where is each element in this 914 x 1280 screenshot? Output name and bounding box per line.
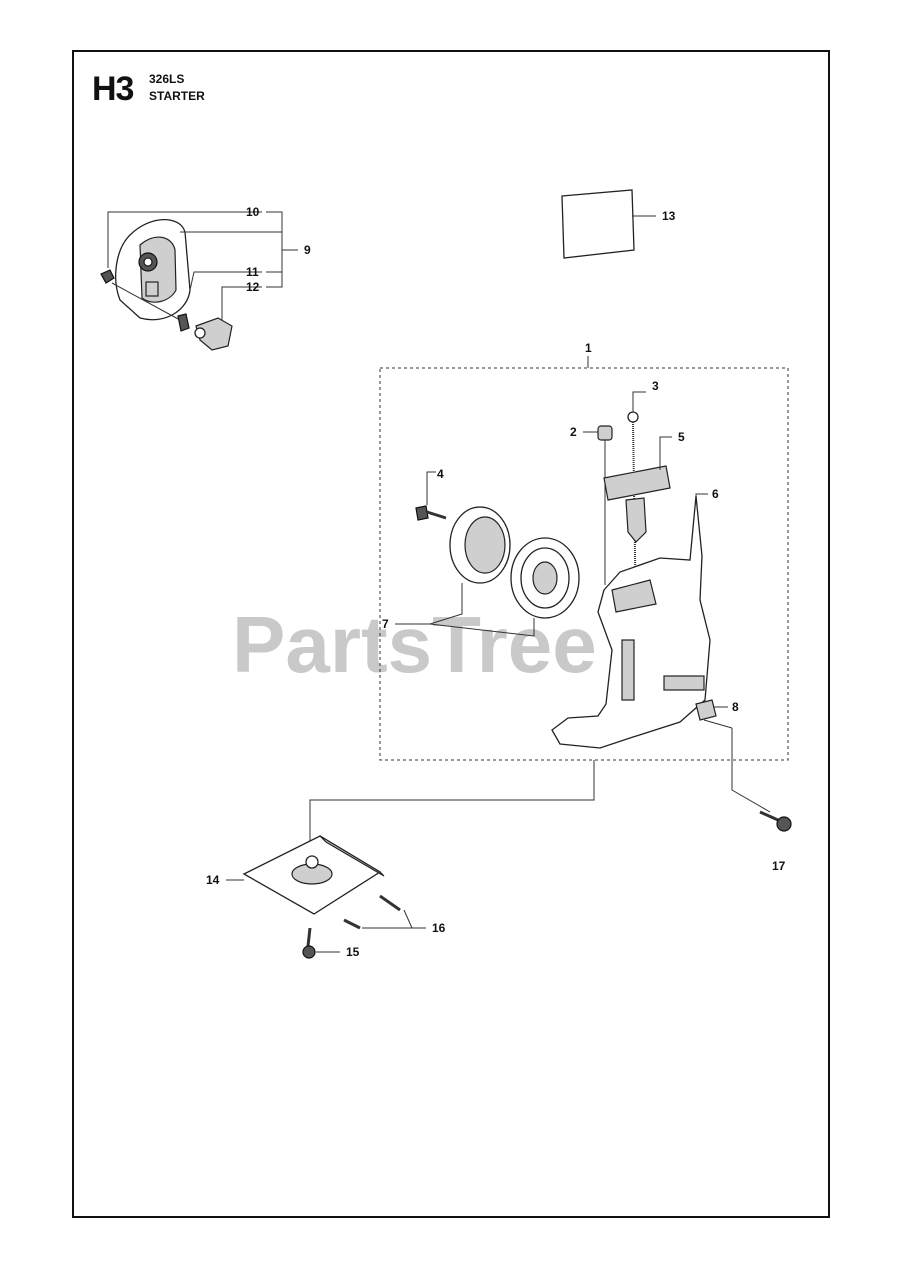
screw-17 — [759, 810, 779, 822]
base-plate-edge — [319, 835, 385, 877]
page-frame — [72, 50, 830, 1218]
screw-16b — [343, 918, 361, 930]
leader-16a — [403, 909, 426, 929]
diagram-title: STARTER — [149, 89, 205, 103]
knob-stem — [194, 327, 206, 339]
callout-14: 14 — [206, 873, 220, 887]
bushing-8 — [695, 699, 717, 721]
callout-17: 17 — [772, 859, 786, 873]
callout-9: 9 — [304, 243, 311, 257]
leader-6 — [695, 493, 708, 496]
leader-3 — [632, 391, 646, 412]
callout-15: 15 — [346, 945, 360, 959]
callout-8: 8 — [732, 700, 739, 714]
callout-4: 4 — [437, 467, 444, 481]
callout-1: 1 — [585, 341, 592, 355]
ring-11 — [177, 313, 190, 332]
callout-2: 2 — [570, 425, 577, 439]
cord-3-clip — [627, 411, 639, 423]
screw-4-head — [415, 505, 429, 521]
spring-7-center — [532, 561, 558, 595]
starter-housing-group — [100, 219, 233, 351]
housing-tab — [145, 281, 159, 297]
leader-9-bracket — [266, 211, 283, 288]
screw-17-head — [776, 816, 792, 832]
callout-10: 10 — [246, 205, 260, 219]
leader-7a — [429, 583, 463, 625]
screw-4 — [426, 510, 447, 520]
section-code: H3 — [92, 70, 134, 108]
callout-12: 12 — [246, 280, 260, 294]
leader-17a — [703, 719, 733, 729]
leader-17b — [731, 728, 771, 813]
nut-10 — [100, 269, 115, 284]
knob-12 — [195, 317, 233, 351]
bushing-2 — [597, 425, 613, 441]
leader-12 — [221, 286, 262, 320]
leader-7b — [429, 618, 535, 637]
pulley-7-inner — [464, 516, 506, 574]
housing-6-vent — [621, 639, 635, 701]
pawl-hub-center — [143, 257, 153, 267]
callout-6: 6 — [712, 487, 719, 501]
callout-3: 3 — [652, 379, 659, 393]
callout-13: 13 — [662, 209, 676, 223]
housing-6-vent2 — [663, 675, 705, 691]
shaft-line — [111, 282, 181, 321]
callout-11: 11 — [246, 265, 259, 279]
leader-1-14 — [309, 760, 595, 858]
callout-5: 5 — [678, 430, 685, 444]
assembly-box — [379, 367, 789, 761]
housing-6-slot — [611, 579, 657, 613]
decal-13 — [561, 189, 635, 259]
handle-grip — [625, 497, 647, 543]
leader-11 — [189, 271, 262, 291]
screw-16a — [379, 894, 401, 912]
handle-5 — [603, 465, 671, 501]
leader-10 — [107, 211, 262, 268]
screw-15-head — [302, 945, 316, 959]
model-name: 326LS — [149, 72, 185, 86]
leader-4 — [426, 471, 436, 505]
screw-15 — [306, 927, 312, 947]
callout-7: 7 — [382, 617, 389, 631]
leader-5 — [659, 436, 672, 470]
callout-16: 16 — [432, 921, 446, 935]
mount-center — [305, 855, 319, 869]
